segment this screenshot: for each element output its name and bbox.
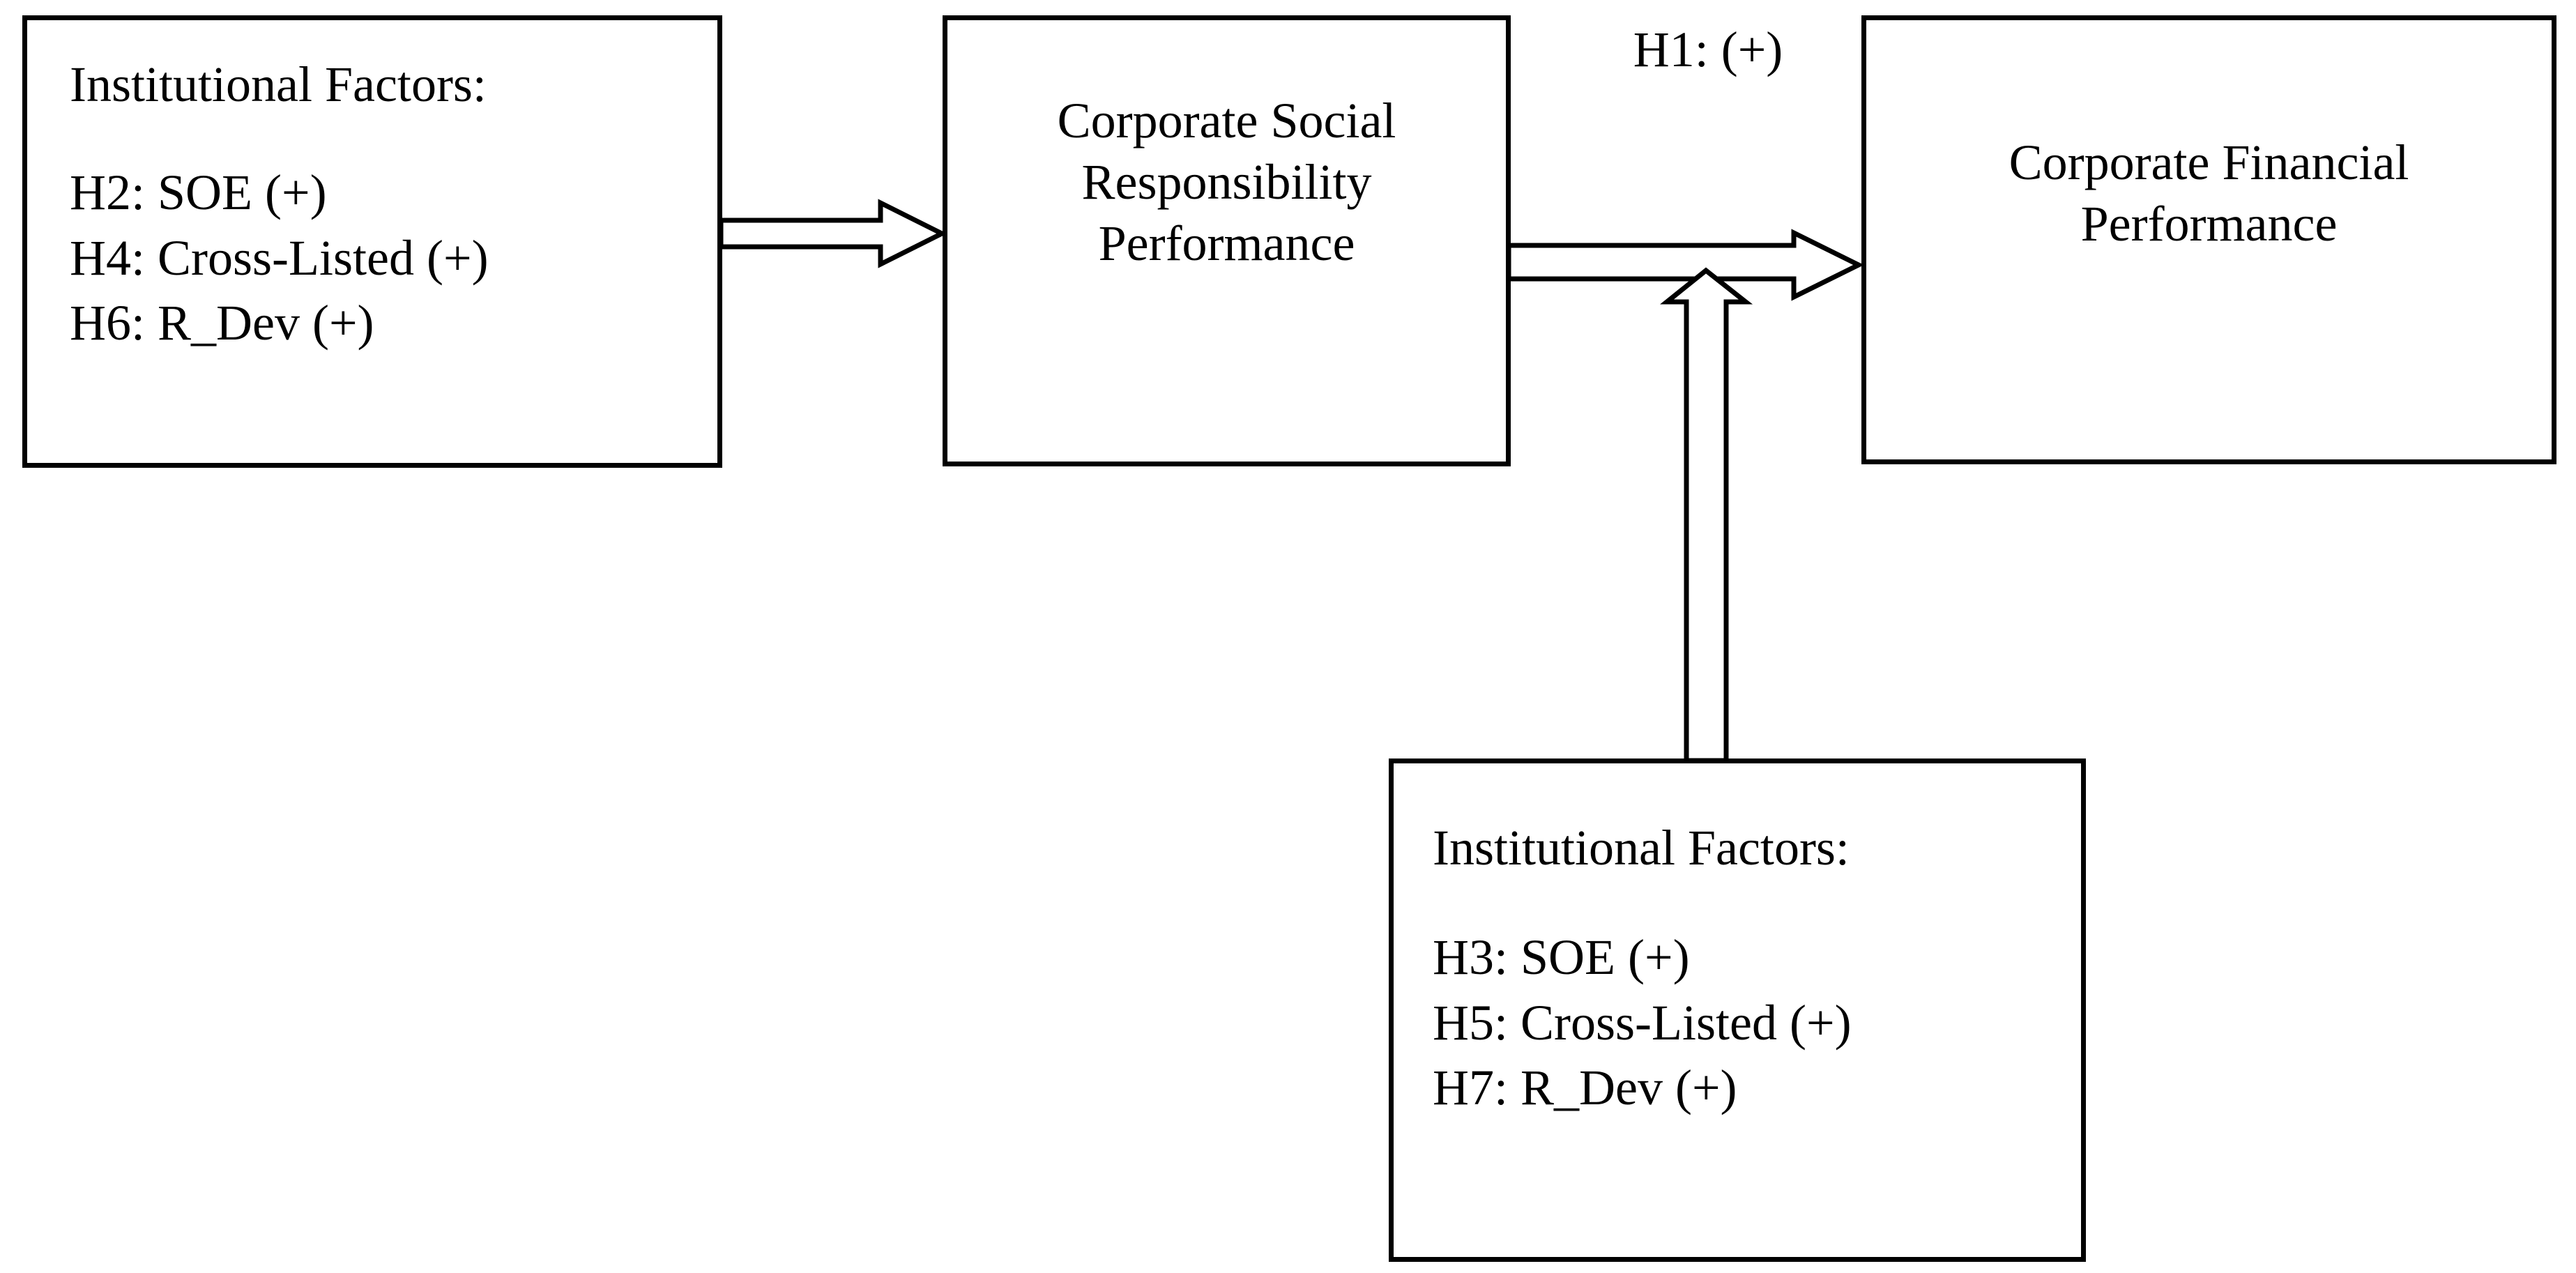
node-corporate-financial-performance-label: Corporate Financial Performance xyxy=(1882,132,2536,255)
node-institutional-factors-cfp xyxy=(1389,759,2086,1262)
arrow-institutional-factors-to-cfp-link xyxy=(1660,267,1753,763)
node-institutional-factors-csr-title: Institutional Factors: xyxy=(70,56,487,112)
csr-label-line-1: Corporate Social xyxy=(1057,93,1396,148)
hypothesis-h7: H7: R_Dev (+) xyxy=(1433,1060,1737,1116)
hypothesis-h4: H4: Cross-Listed (+) xyxy=(70,229,489,286)
arrow-institutional-factors-to-csr xyxy=(718,199,947,268)
cfp-label-line-1: Corporate Financial xyxy=(2009,135,2409,190)
node-institutional-factors-cfp-title: Institutional Factors: xyxy=(1433,820,1850,876)
node-institutional-factors-cfp-hypotheses: H3: SOE (+) H5: Cross-Listed (+) H7: R_D… xyxy=(1433,925,2046,1121)
node-csr-performance xyxy=(943,15,1511,466)
node-institutional-factors-csr-hypotheses: H2: SOE (+) H4: Cross-Listed (+) H6: R_D… xyxy=(70,160,683,356)
hypothesis-h5: H5: Cross-Listed (+) xyxy=(1433,994,1852,1051)
node-corporate-financial-performance xyxy=(1861,15,2556,464)
hypothesis-h2: H2: SOE (+) xyxy=(70,165,327,220)
hypothesis-h6: H6: R_Dev (+) xyxy=(70,295,374,351)
hypothesis-h3: H3: SOE (+) xyxy=(1433,929,1690,985)
csr-label-line-3: Performance xyxy=(1098,215,1355,271)
arrow-csr-to-cfp xyxy=(1506,229,1864,301)
csr-label-line-2: Responsibility xyxy=(1081,153,1372,210)
node-csr-performance-label: Corporate Social Responsibility Performa… xyxy=(970,91,1483,274)
cfp-label-line-2: Performance xyxy=(2080,195,2338,252)
node-institutional-factors-csr xyxy=(22,15,722,468)
edge-label-h1: H1: (+) xyxy=(1633,22,1783,77)
